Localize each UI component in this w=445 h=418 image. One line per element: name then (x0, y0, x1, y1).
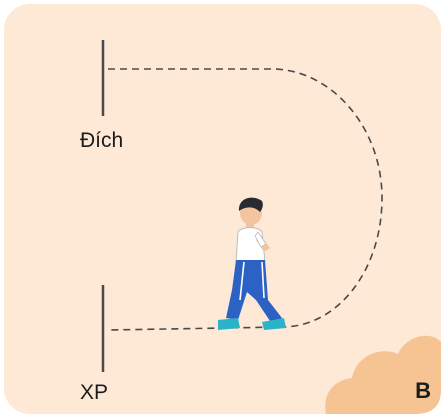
running-path (107, 68, 383, 331)
finish-label: Đích (80, 129, 124, 152)
corner-letter: B (415, 378, 431, 403)
card-background (4, 4, 441, 414)
corner-cloud-blob (325, 335, 441, 414)
walking-boy-icon (218, 197, 286, 330)
start-label: XP (80, 381, 109, 404)
